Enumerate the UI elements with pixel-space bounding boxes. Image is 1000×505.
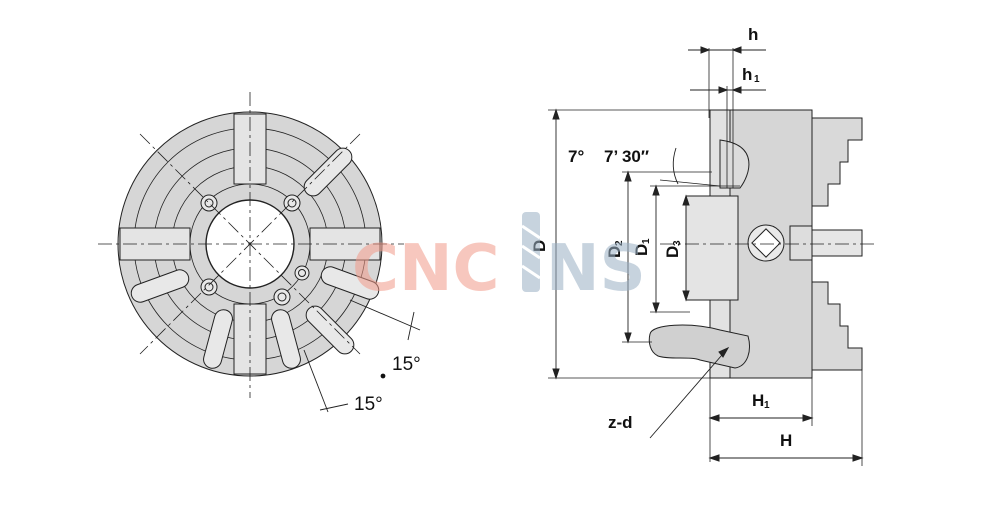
D1-arrow-top	[652, 184, 660, 196]
angle-arc-7	[672, 147, 679, 185]
mount-hole-3	[200, 278, 218, 296]
label-D3-sub: 3	[672, 240, 683, 246]
h-arrow-left	[700, 46, 711, 54]
label-h1-sub: 1	[754, 74, 760, 85]
watermark-part2: NS	[546, 232, 646, 306]
angle-line-1	[349, 299, 421, 331]
angle-origin-dot[interactable]	[380, 373, 386, 379]
upper-jaw-steps	[811, 117, 863, 207]
drill-bit-flutes	[521, 224, 541, 280]
label-H1-sub: 1	[764, 400, 770, 411]
label-D2-sub: 2	[614, 240, 625, 246]
t-slot-upper-right	[303, 147, 353, 197]
label-H1-group: H 1	[752, 391, 770, 411]
bottom-jaw-hook	[648, 324, 750, 369]
mount-hole-5	[294, 265, 310, 281]
label-angle-7-30: 7’ 30″	[604, 147, 649, 166]
label-h1: h	[742, 65, 752, 84]
angle-leader-7	[659, 179, 721, 187]
t-slot-right-bottom	[305, 305, 355, 355]
screw-shaft	[811, 229, 863, 257]
zd-leader-arrow	[718, 346, 730, 358]
watermark-drill-icon	[521, 212, 541, 292]
H-arrow-left	[708, 454, 720, 462]
D3-arrow-top	[682, 194, 690, 206]
D1-arrow-bottom	[652, 302, 660, 314]
angle-arc-2	[319, 403, 349, 411]
h-arrow-right	[731, 46, 742, 54]
label-D3-group: D 3	[663, 240, 683, 258]
chuck-front-view	[98, 92, 421, 413]
mount-hole-4-inner	[277, 292, 287, 302]
t-slot-right-lower	[320, 266, 380, 300]
mount-hole-3-inner	[204, 282, 214, 292]
h1-arrow-right	[731, 86, 742, 94]
t-slot-bottom-left	[203, 309, 233, 369]
label-D1-group: D 1	[632, 238, 652, 256]
watermark-part1: CNC	[352, 232, 500, 306]
center-lines	[98, 92, 404, 398]
angle-arc-1	[407, 311, 415, 341]
H1-arrow-right	[802, 414, 814, 422]
chuck-side-view	[548, 46, 878, 466]
label-angle-7: 7°	[568, 147, 584, 166]
mount-hole-1-inner	[204, 198, 214, 208]
zd-leader-line	[649, 347, 729, 439]
side-bore	[685, 195, 739, 301]
label-h1-group: h 1	[742, 65, 760, 85]
angle-label-15b: 15°	[354, 394, 383, 415]
label-H: H	[780, 431, 792, 450]
label-D3: D	[663, 246, 682, 258]
angle-label-15a: 15°	[392, 354, 421, 375]
lower-jaw-steps	[811, 281, 863, 371]
h1-arrow-left	[718, 86, 729, 94]
jaw-slot-bottom	[233, 303, 267, 375]
H1-arrow-left	[708, 414, 720, 422]
label-H1: H	[752, 391, 764, 410]
watermark-logo: CNC NS	[352, 212, 646, 306]
D2-arrow-bottom	[624, 332, 632, 344]
mount-hole-5-inner	[298, 269, 306, 277]
mount-hole-2-inner	[287, 198, 297, 208]
H-arrow-right	[852, 454, 864, 462]
mount-hole-2	[283, 194, 301, 212]
t-slot-bottom-right	[271, 309, 301, 369]
D-arrow-top	[552, 108, 560, 120]
angle-line-2	[303, 349, 329, 413]
center-line-diagonal-2	[139, 133, 361, 355]
D2-arrow-top	[624, 170, 632, 182]
label-zd: z-d	[608, 413, 633, 432]
mounting-holes	[200, 194, 310, 306]
D3-arrow-bottom	[682, 290, 690, 302]
label-D1-sub: 1	[641, 238, 652, 244]
label-D1: D	[632, 244, 651, 256]
label-h: h	[748, 25, 758, 44]
screw-collar	[789, 225, 813, 261]
t-slot-left-lower	[130, 269, 190, 303]
key-socket-square[interactable]	[751, 228, 781, 258]
mount-hole-4	[273, 288, 291, 306]
label-D2: D	[605, 246, 624, 258]
t-slots	[130, 147, 380, 369]
D-arrow-bottom	[552, 368, 560, 380]
angle-dimension-lines	[303, 299, 421, 413]
jaw-slot-right	[309, 227, 381, 261]
label-D2-group: D 2	[605, 240, 625, 258]
